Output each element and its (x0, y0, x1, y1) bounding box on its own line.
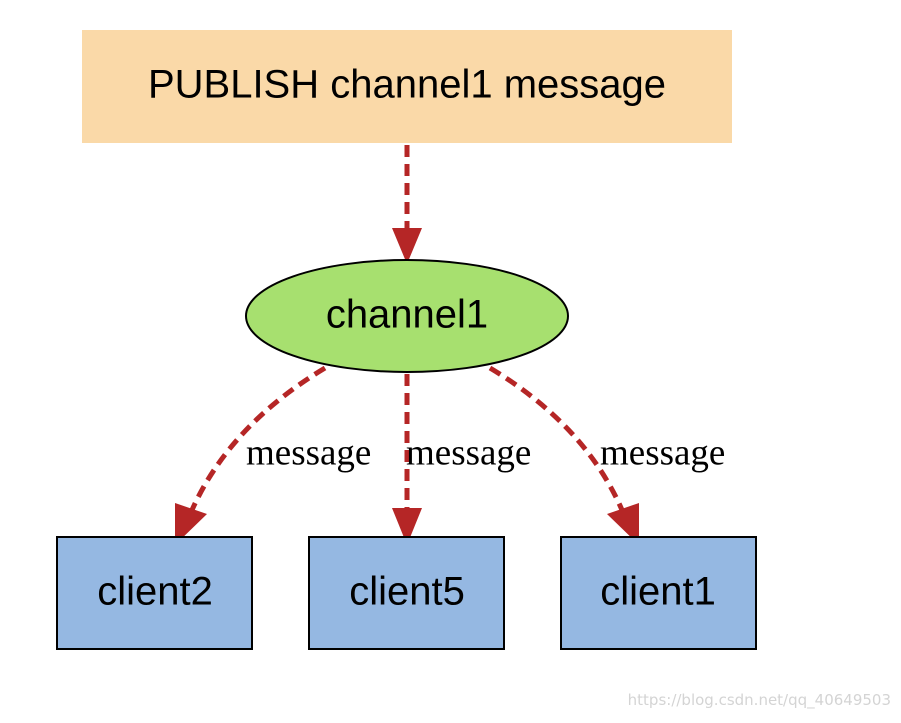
edge-line (189, 365, 327, 512)
arrowhead-icon (607, 503, 639, 545)
publish-command-label: PUBLISH channel1 message (148, 63, 666, 107)
watermark-text: https://blog.csdn.net/qq_40649503 (627, 691, 891, 709)
client-node-client2: client2 (56, 536, 253, 650)
edge-channel-to-client1: message (488, 365, 725, 545)
client-box (308, 536, 505, 650)
publish-command-node: PUBLISH channel1 message (82, 30, 732, 143)
arrowhead-icon (175, 503, 207, 545)
edge-label: message (246, 432, 371, 473)
client-node-client5: client5 (308, 536, 505, 650)
client-label: client2 (97, 570, 213, 614)
arrowhead-icon (392, 508, 422, 545)
edge-channel-to-client2: message (175, 365, 371, 545)
channel-node: channel1 (245, 259, 569, 373)
publish-command-box (82, 30, 732, 143)
client-box (560, 536, 757, 650)
edge-label: message (600, 432, 725, 473)
edge-publish-to-channel (392, 145, 422, 264)
arrowhead-icon (392, 228, 422, 264)
edge-channel-to-client5: message (392, 374, 531, 545)
client-label: client5 (349, 570, 465, 614)
channel-ellipse (245, 259, 569, 373)
client-box (56, 536, 253, 650)
client-label: client1 (600, 570, 716, 614)
channel-label: channel1 (326, 293, 488, 337)
edge-label: message (406, 432, 531, 473)
client-node-client1: client1 (560, 536, 757, 650)
edge-line (488, 365, 625, 511)
